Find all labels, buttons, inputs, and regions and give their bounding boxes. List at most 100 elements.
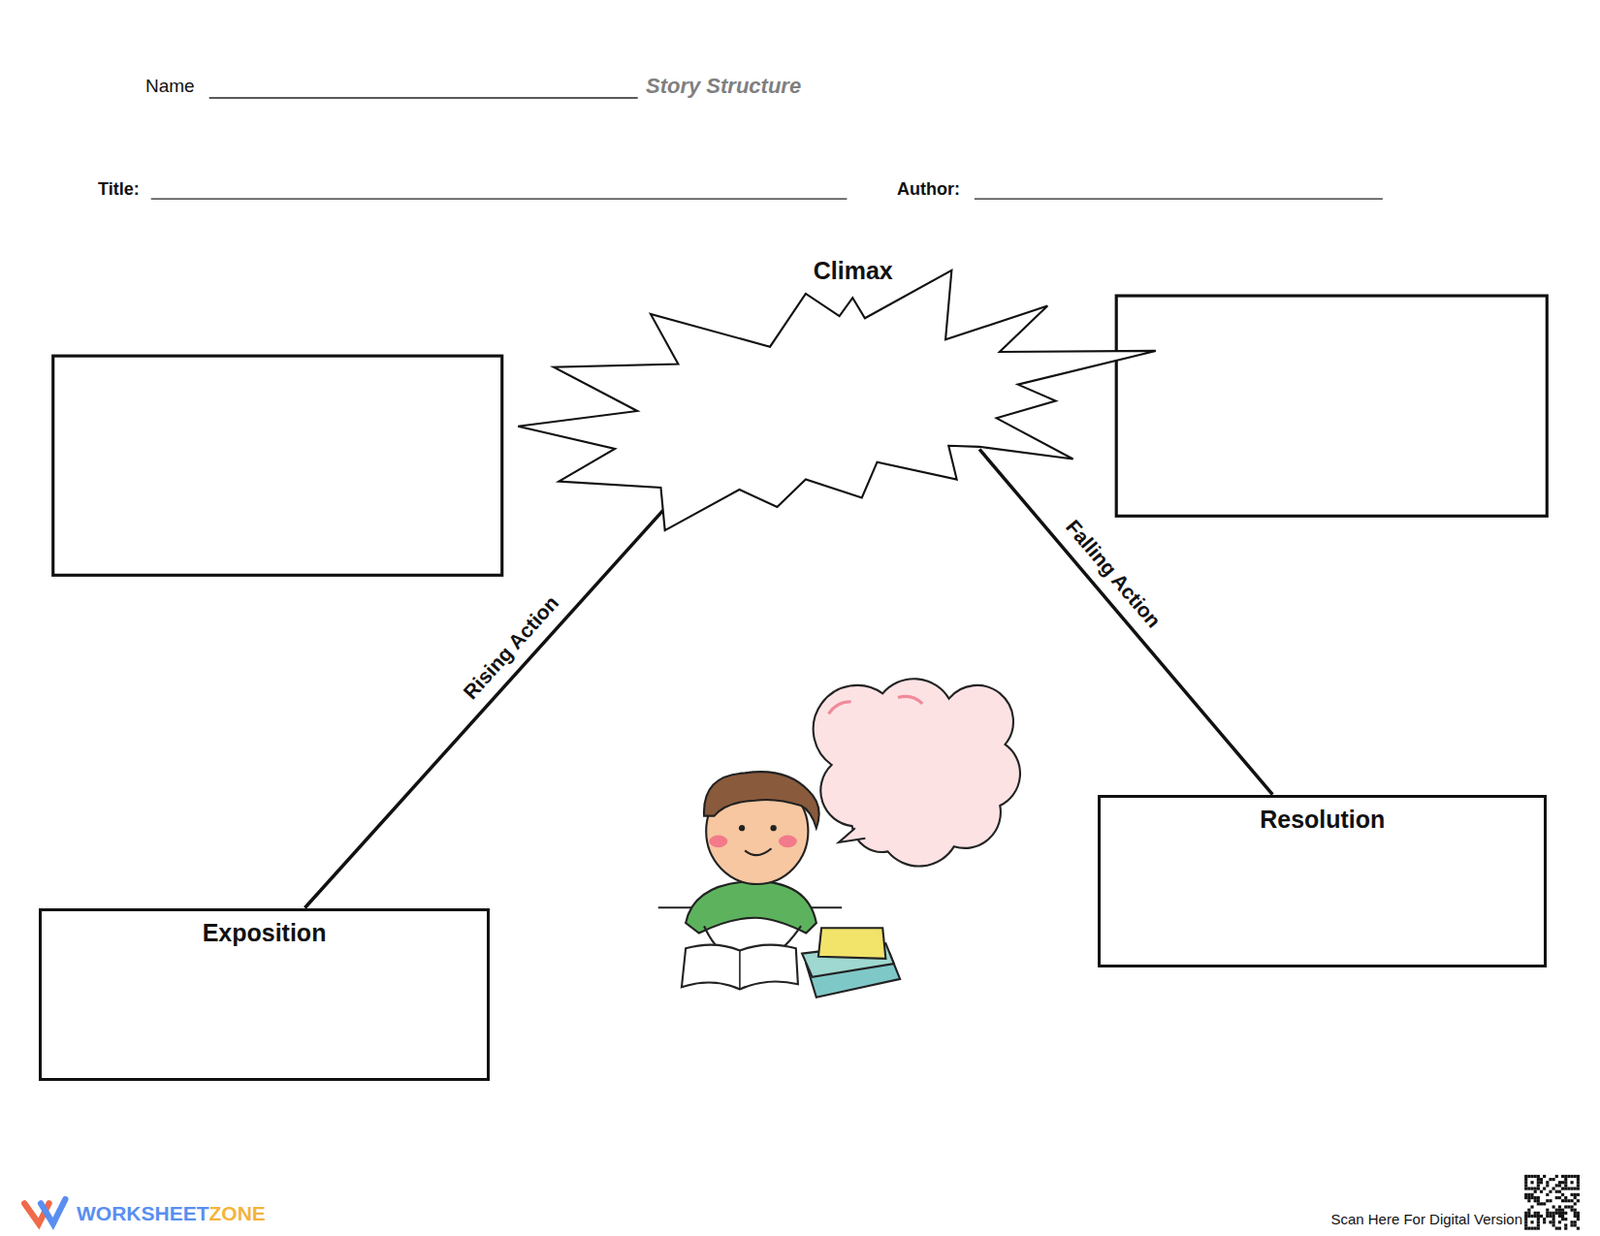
drawing-part — [704, 771, 820, 829]
drawing-part — [1545, 1181, 1549, 1184]
drawing-part — [1561, 1193, 1565, 1197]
drawing-part — [1558, 1205, 1562, 1209]
drawing-part — [1548, 1199, 1552, 1203]
drawing-part — [1545, 1212, 1549, 1216]
drawing-part — [1524, 1196, 1528, 1200]
drawing-part — [1542, 1187, 1546, 1191]
drawing-part — [1524, 1175, 1528, 1179]
drawing-part — [1576, 1227, 1580, 1231]
drawing-part — [1527, 1209, 1531, 1213]
drawing-part — [818, 928, 886, 960]
drawing-part — [1576, 1184, 1580, 1187]
drawing-part — [1567, 1187, 1570, 1191]
field-label: Name — [145, 75, 195, 97]
drawing-part — [1567, 1175, 1570, 1179]
footer-note: Scan Here For Digital Version — [1330, 1211, 1523, 1228]
logo-icon — [24, 1199, 65, 1224]
drawing-part — [1576, 1215, 1580, 1218]
drawing-part — [778, 835, 798, 849]
drawing-part — [1576, 1178, 1580, 1182]
exposition-box: Exposition — [38, 908, 490, 1083]
drawing-part — [1536, 1223, 1540, 1227]
drawing-part — [1576, 1217, 1580, 1221]
drawing-part — [1569, 1193, 1573, 1197]
drawing-part — [1555, 1212, 1559, 1216]
drawing-part — [1561, 1199, 1565, 1203]
drawing-part — [1564, 1212, 1568, 1216]
drawing-part — [1569, 1199, 1573, 1203]
drawing-part — [1552, 1178, 1556, 1182]
drawing-part — [1576, 1175, 1580, 1179]
drawing-part — [1530, 1196, 1534, 1200]
drawing-part — [1524, 1181, 1528, 1184]
drawing-part — [1545, 1184, 1549, 1187]
drawing-part — [1534, 1175, 1537, 1179]
drawing-part — [1527, 1187, 1531, 1191]
drawing-part — [1552, 1212, 1556, 1216]
drawing-part — [1573, 1202, 1577, 1206]
drawing-part — [1539, 1215, 1543, 1218]
drawing-part — [1552, 1217, 1556, 1221]
drawing-part — [1573, 1215, 1577, 1218]
worksheet-title: Story Structure — [645, 73, 801, 99]
drawing-part — [1524, 1175, 1580, 1231]
drawing-part — [1548, 1178, 1552, 1182]
drawing-part — [1576, 1187, 1580, 1191]
drawing-part — [1573, 1175, 1577, 1179]
drawing-part — [1536, 1181, 1540, 1184]
drawing-part — [1569, 1209, 1573, 1213]
drawing-part — [1527, 1227, 1531, 1231]
empty-box — [53, 355, 503, 576]
drawing-part — [1573, 1187, 1577, 1191]
drawing-part — [1573, 1196, 1577, 1200]
drawing-part — [1524, 1184, 1528, 1187]
drawing-part — [1527, 1215, 1531, 1218]
drawing-part — [1564, 1184, 1568, 1187]
drawing-part — [1569, 1205, 1573, 1209]
drawing-part — [1558, 1196, 1562, 1200]
drawing-part — [1567, 1205, 1570, 1209]
drawing-part — [1573, 1193, 1577, 1197]
node-heading: Resolution — [1259, 805, 1385, 834]
drawing-part — [1527, 1196, 1531, 1200]
drawing-part — [1524, 1220, 1528, 1224]
drawing-part — [1536, 1196, 1540, 1200]
drawing-part — [1536, 1212, 1540, 1216]
drawing-part — [1564, 1175, 1568, 1179]
drawing-part — [1555, 1175, 1559, 1179]
drawing-part — [738, 950, 741, 990]
drawing-part — [1561, 1209, 1565, 1213]
drawing-part — [1530, 1187, 1534, 1191]
drawing-part — [1534, 1227, 1537, 1231]
drawing-part — [738, 825, 745, 832]
drawing-part — [1552, 1220, 1556, 1224]
drawing-part — [1530, 1181, 1534, 1184]
node-heading: Exposition — [202, 919, 327, 948]
drawing-part — [1536, 1184, 1540, 1187]
drawing-part — [1536, 1220, 1540, 1224]
drawing-part — [1534, 1196, 1537, 1200]
drawing-part — [1564, 1181, 1568, 1184]
drawing-part — [1539, 1190, 1543, 1194]
edge-label: Rising Action — [458, 590, 564, 704]
drawing-part — [838, 828, 865, 843]
drawing-part — [1569, 1187, 1573, 1191]
drawing-part — [1527, 1199, 1531, 1203]
drawing-part — [1524, 1178, 1528, 1182]
node-heading: Climax — [813, 256, 894, 286]
drawing-part — [209, 96, 639, 98]
drawing-part — [1536, 1217, 1540, 1221]
drawing-part — [813, 678, 1021, 866]
climax-burst: Climax — [514, 255, 1158, 533]
drawing-part — [1545, 1199, 1549, 1203]
drawing-part — [1561, 1175, 1565, 1179]
drawing-part — [1534, 1187, 1537, 1191]
drawing-part — [1534, 1199, 1537, 1203]
resolution-box: Resolution — [1097, 795, 1547, 968]
field-label: Author: — [896, 179, 960, 200]
drawing-part — [1552, 1215, 1556, 1218]
drawing-part — [1530, 1205, 1534, 1209]
drawing-part — [1524, 1215, 1528, 1218]
drawing-part — [1569, 1175, 1573, 1179]
drawing-part — [1542, 1217, 1546, 1221]
